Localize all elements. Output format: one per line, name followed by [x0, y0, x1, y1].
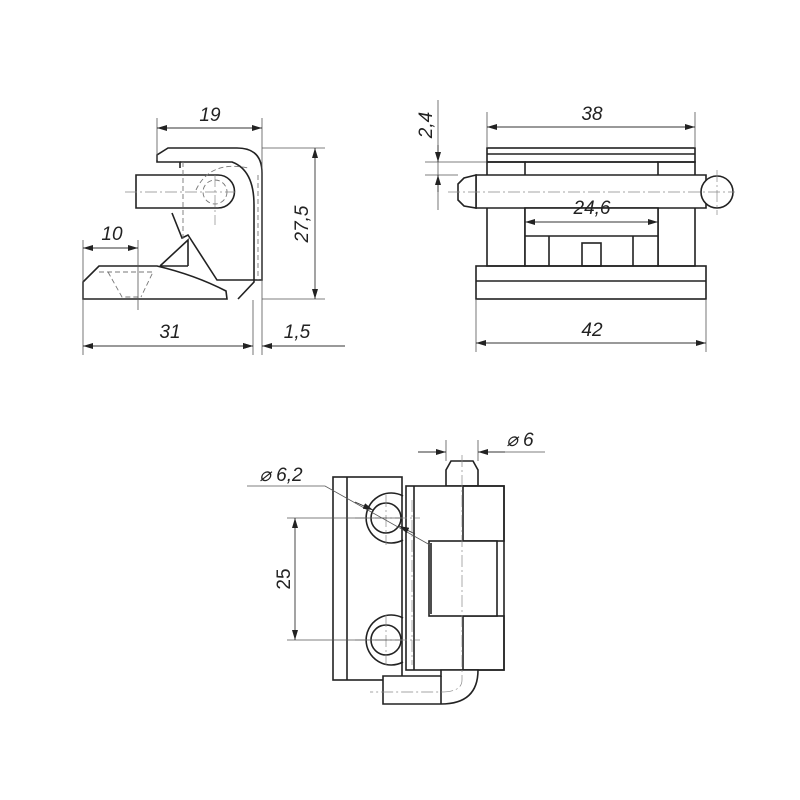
plan-pin-elbow	[382, 669, 479, 705]
plan-back-plate	[332, 476, 403, 681]
front-base	[475, 265, 707, 300]
plan-view: ⌀ 6,2 ⌀ 6 25	[247, 430, 545, 705]
plan-knuckle-middle	[428, 540, 498, 617]
dim-10: 10	[101, 224, 123, 245]
side-view: 19 27,5 10 31 1,5	[82, 105, 345, 355]
dim-pin-diameter: ⌀ 6	[506, 430, 534, 451]
dim-31: 31	[159, 322, 180, 343]
side-bracket	[171, 212, 255, 300]
dim-24-6: 24,6	[573, 198, 611, 219]
dim-hole-diameter: ⌀ 6,2	[259, 465, 303, 486]
dim-27-5: 27,5	[292, 205, 313, 243]
front-top-plate	[486, 147, 696, 163]
side-pin	[135, 174, 236, 209]
dim-38: 38	[581, 104, 603, 125]
front-view: 38 24,6 42 2,4	[416, 100, 735, 352]
dim-19: 19	[199, 105, 221, 126]
dim-25: 25	[274, 568, 295, 589]
dim-42: 42	[581, 320, 603, 341]
dim-2-4: 2,4	[416, 112, 437, 139]
side-base	[82, 265, 228, 300]
dim-1-5: 1,5	[284, 322, 311, 343]
